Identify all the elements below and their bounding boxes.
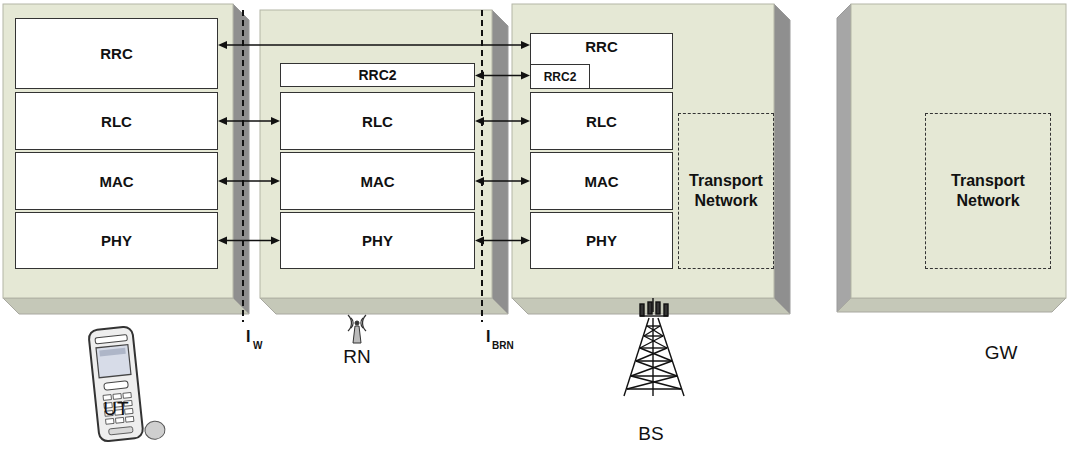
connector-line	[226, 180, 272, 181]
protocol-connector	[218, 117, 280, 125]
transport-network-box: Transport Network	[678, 113, 774, 269]
protocol-box: RRC	[15, 18, 218, 89]
connector-line	[226, 240, 272, 241]
arrow-head	[521, 72, 530, 80]
layer-name: MAC	[360, 173, 394, 190]
interface-label: I	[486, 328, 490, 346]
rn-panel-art	[260, 10, 508, 314]
connector-line	[226, 120, 272, 121]
protocol-box: RLC	[280, 92, 475, 150]
protocol-box: RLC	[530, 92, 673, 150]
protocol-connector	[218, 41, 530, 49]
protocol-box: MAC	[15, 152, 218, 210]
layer-name: RLC	[362, 113, 393, 130]
arrow-head	[521, 41, 530, 49]
layer-name: RRC2	[544, 70, 577, 84]
protocol-box: MAC	[530, 152, 673, 210]
interface-line	[481, 10, 483, 322]
node-label: RN	[343, 346, 370, 368]
layer-name: PHY	[586, 232, 617, 249]
layer-name: PHY	[101, 232, 132, 249]
bs-panel-art	[512, 4, 790, 314]
ut-panel-art	[3, 4, 249, 314]
protocol-connector	[475, 237, 530, 245]
arrow-head	[218, 41, 227, 49]
protocol-box: RRC2	[530, 64, 590, 89]
layer-name: RRC2	[358, 67, 396, 83]
protocol-connector	[475, 72, 530, 80]
protocol-connector	[475, 177, 530, 185]
arrow-head	[271, 117, 280, 125]
gw-panel: GWTransport Network	[851, 4, 1066, 298]
connector-line	[483, 75, 522, 76]
layer-name: RLC	[586, 113, 617, 130]
bs-panel: BSRRCRRC2RLCMACPHYTransport Network	[512, 4, 774, 298]
phone-icon	[88, 324, 166, 445]
arrow-head	[218, 177, 227, 185]
protocol-box: PHY	[530, 212, 673, 269]
layer-name: PHY	[362, 232, 393, 249]
arrow-head	[475, 237, 484, 245]
layer-name: RRC	[585, 38, 618, 55]
protocol-connector	[218, 177, 280, 185]
arrow-head	[521, 177, 530, 185]
arrow-head	[475, 117, 484, 125]
arrow-head	[271, 237, 280, 245]
arrow-head	[521, 117, 530, 125]
layer-name: MAC	[584, 173, 618, 190]
arrow-head	[521, 237, 530, 245]
protocol-box: PHY	[15, 212, 218, 269]
tower-icon	[624, 298, 684, 396]
connector-line	[483, 180, 522, 181]
interface-line	[242, 10, 244, 322]
protocol-connector	[475, 117, 530, 125]
node-label: BS	[638, 423, 663, 445]
layer-name: RRC	[100, 45, 133, 62]
interface-label: I	[246, 328, 250, 346]
protocol-box: RRC2	[280, 63, 475, 87]
protocol-box: RLC	[15, 92, 218, 150]
arrow-head	[271, 177, 280, 185]
protocol-box: MAC	[280, 152, 475, 210]
arrow-head	[218, 237, 227, 245]
layer-name: Transport Network	[679, 171, 773, 211]
antenna-icon	[348, 315, 366, 343]
protocol-connector	[218, 237, 280, 245]
rn-panel: RNRRC2RLCMACPHY	[260, 10, 492, 298]
node-label: UT	[103, 398, 128, 420]
layer-name: Transport Network	[926, 171, 1050, 211]
connector-line	[483, 120, 522, 121]
protocol-box: RRC RRC2	[530, 33, 673, 89]
ut-panel: UTRRCRLCMACPHY	[3, 4, 233, 298]
connector-line	[483, 240, 522, 241]
layer-name: MAC	[99, 173, 133, 190]
gw-panel-art	[837, 4, 1066, 312]
layer-name: RLC	[101, 113, 132, 130]
interface-label: W	[253, 340, 262, 351]
arrow-head	[218, 117, 227, 125]
protocol-box: PHY	[280, 212, 475, 269]
interface-label: BRN	[492, 340, 514, 351]
node-label: GW	[985, 342, 1018, 364]
connector-line	[226, 44, 522, 45]
transport-network-box: Transport Network	[925, 113, 1051, 269]
arrow-head	[475, 177, 484, 185]
arrow-head	[475, 72, 484, 80]
